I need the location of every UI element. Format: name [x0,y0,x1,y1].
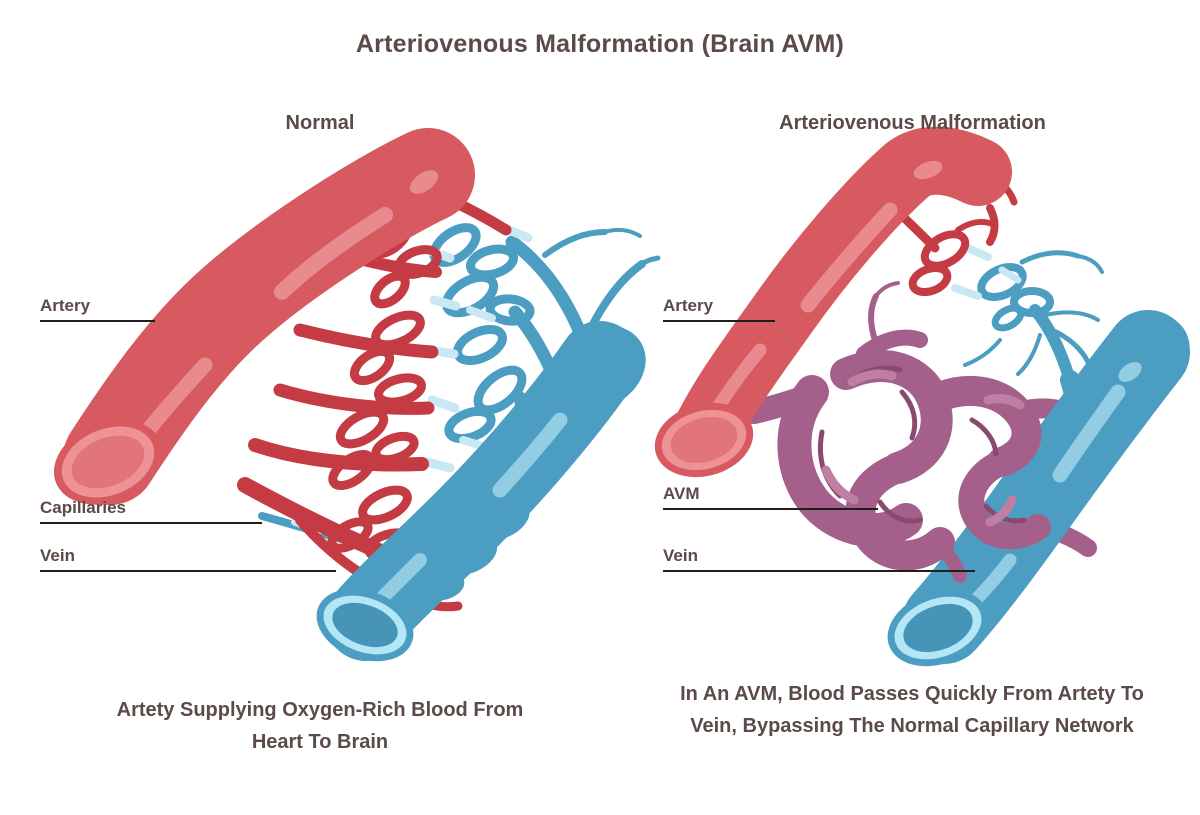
label-line [40,522,262,524]
artery-left [53,128,475,505]
label-capillaries: Capillaries [40,498,262,524]
label-line [663,570,975,572]
artery-opening [654,402,754,478]
artery-right [654,126,1012,478]
vein-left [316,321,646,662]
artery-opening [53,419,163,505]
label-vein-normal: Vein [40,546,336,572]
label-artery-normal: Artery [40,296,155,322]
label-avm-text: AVM [663,484,700,503]
label-artery-avm-text: Artery [663,296,714,315]
label-line [663,320,775,322]
label-line [40,570,336,572]
heading-normal: Normal [285,112,355,134]
vein-right [887,310,1190,667]
avm-illustration [654,126,1190,667]
label-capillaries-text: Capillaries [40,498,126,517]
label-avm: AVM [663,484,878,510]
caption-normal: Artety Supplying Oxygen-Rich Blood From … [116,699,524,754]
label-vein-normal-text: Vein [40,546,75,565]
heading-avm: Arteriovenous Malformation [779,112,1046,134]
label-line [663,508,878,510]
avm-nidus [742,281,1051,583]
label-artery-avm: Artery [663,296,775,322]
label-line [40,320,155,322]
vein-opening [316,588,414,662]
vein-opening [887,589,989,667]
normal-illustration [53,128,661,662]
label-artery-normal-text: Artery [40,296,91,315]
label-vein-avm: Vein [663,546,975,572]
caption-avm: In An AVM, Blood Passes Quickly From Art… [680,683,1144,738]
label-vein-avm-text: Vein [663,546,698,565]
page-title: Arteriovenous Malformation (Brain AVM) [355,30,845,58]
